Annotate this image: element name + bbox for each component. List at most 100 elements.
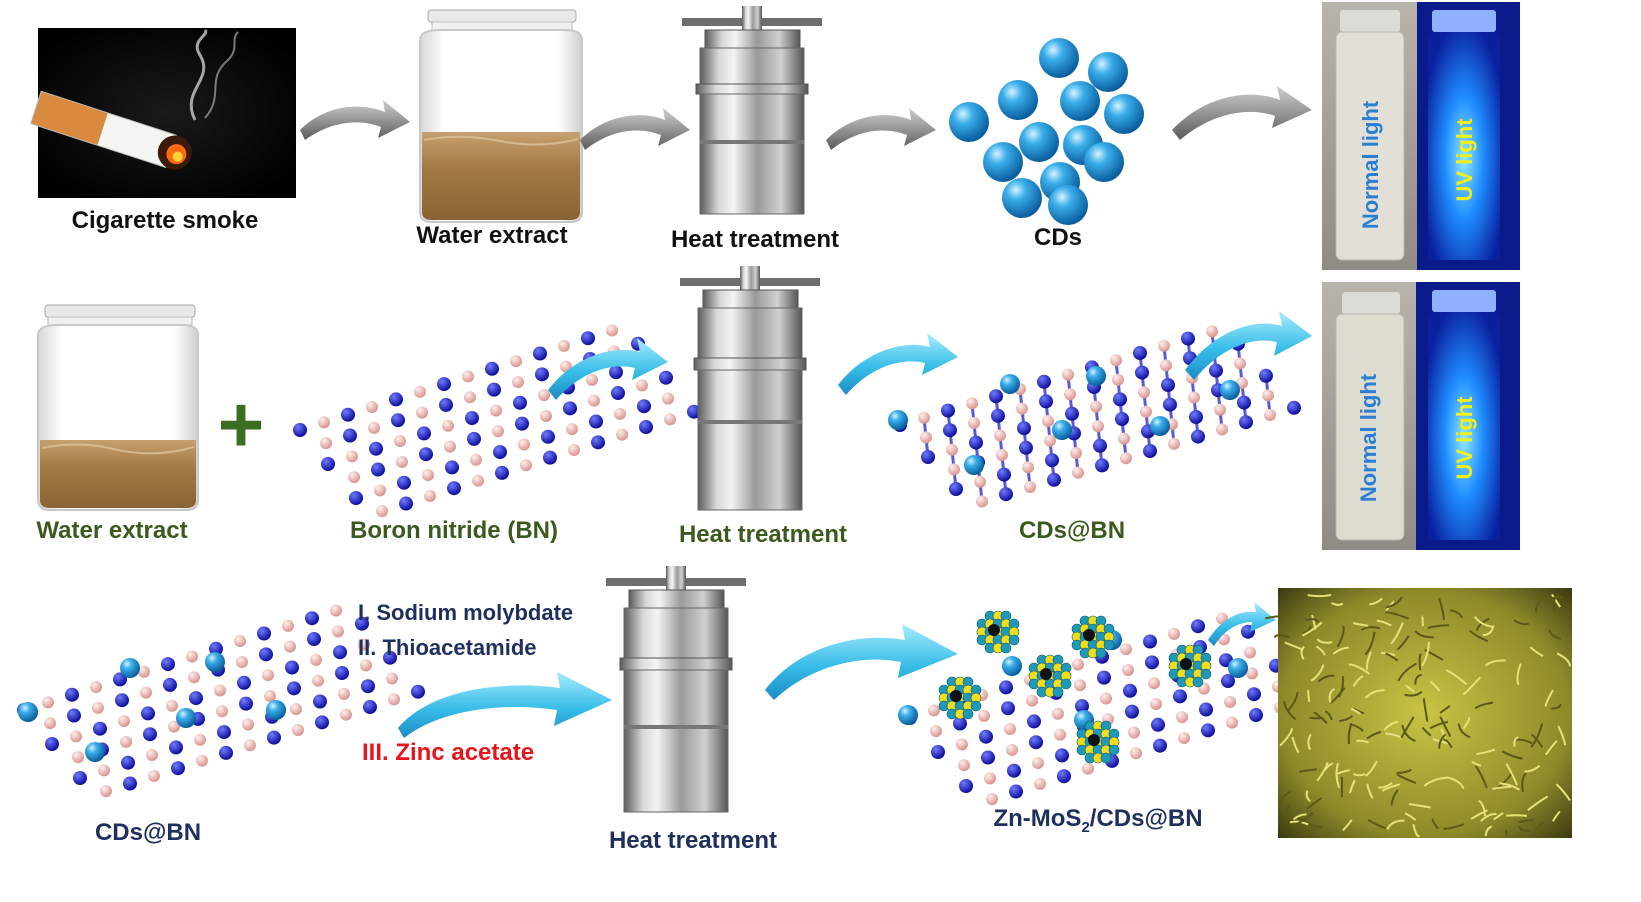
sem-flake: [1338, 676, 1345, 698]
cd-on-sheet: [964, 455, 984, 475]
nitrogen-atom: [540, 409, 552, 422]
nitrogen-atom: [376, 505, 388, 518]
sem-flake: [1385, 652, 1399, 662]
reagent-zinc-acetate: III. Zinc acetate: [362, 739, 534, 766]
boron-atom: [267, 730, 281, 745]
sem-flake: [1401, 724, 1416, 742]
nitrogen-atom: [946, 443, 958, 456]
nitrogen-atom: [44, 717, 56, 730]
nitrogen-atom: [1188, 391, 1200, 404]
sem-flake: [1348, 663, 1371, 675]
boron-atom: [285, 660, 299, 675]
sem-flake: [1305, 618, 1320, 623]
boron-atom: [1191, 429, 1205, 444]
nitrogen-atom: [146, 749, 158, 762]
sem-flake: [1443, 823, 1465, 830]
sem-flake: [1307, 689, 1311, 702]
nitrogen-atom: [1160, 359, 1172, 372]
boron-atom: [143, 727, 157, 742]
sem-flake: [1446, 776, 1465, 789]
nitrogen-atom: [92, 701, 104, 714]
nitrogen-atom: [538, 389, 550, 402]
nitrogen-atom: [566, 423, 578, 436]
boron-atom: [1097, 670, 1111, 685]
nitrogen-atom: [1064, 388, 1076, 401]
boron-atom: [171, 761, 185, 776]
nitrogen-atom: [588, 394, 600, 407]
boron-atom: [419, 447, 433, 462]
boron-atom: [321, 457, 335, 471]
boron-atom: [485, 361, 499, 376]
cd-on-sheet: [1220, 380, 1240, 400]
boron-atom: [1237, 395, 1251, 410]
nitrogen-atom: [1216, 423, 1228, 436]
boron-atom: [999, 487, 1013, 502]
sem-flake: [1534, 821, 1544, 831]
nitrogen-atom: [664, 413, 676, 426]
nitrogen-atom: [100, 785, 112, 798]
sem-flake: [1551, 593, 1562, 608]
nitrogen-atom: [1158, 339, 1170, 352]
boron-atom: [979, 729, 993, 744]
sem-flake: [1423, 776, 1449, 787]
nitrogen-atom: [422, 469, 434, 482]
boron-atom: [581, 331, 595, 346]
nitrogen-atom: [956, 738, 968, 751]
sem-flake: [1443, 738, 1453, 749]
zn-atom: [1083, 629, 1095, 641]
nitrogen-atom: [284, 640, 296, 653]
sem-flake: [1555, 783, 1571, 802]
label-cds-bn-2: CDs@BN: [95, 819, 201, 846]
nitrogen-atom: [292, 723, 304, 736]
sem-image: [1265, 588, 1572, 838]
boron-atom: [1249, 708, 1263, 723]
sem-flake: [1385, 611, 1409, 620]
sem-flake: [1544, 740, 1558, 756]
sem-flake: [1348, 779, 1356, 794]
boron-atom: [239, 696, 253, 711]
photo1-normal-label: Normal light: [1358, 100, 1383, 229]
sem-flake: [1471, 760, 1482, 767]
sem-flake: [1283, 701, 1297, 721]
nitrogen-atom: [1244, 646, 1256, 659]
boron-atom: [465, 411, 479, 426]
nitrogen-atom: [520, 459, 532, 472]
nitrogen-atom: [1140, 405, 1152, 418]
sem-flake: [1499, 782, 1520, 791]
nitrogen-atom: [264, 689, 276, 702]
sem-flake: [1557, 725, 1567, 746]
label-water-extract-1: Water extract: [416, 222, 567, 249]
nitrogen-atom: [518, 438, 530, 451]
zn-atom: [1180, 658, 1192, 670]
boron-atom: [1173, 689, 1187, 704]
sem-flake: [1480, 812, 1497, 822]
boron-atom: [541, 429, 555, 444]
sem-flake: [1506, 814, 1528, 817]
boron-atom: [315, 715, 329, 730]
nitrogen-atom: [1150, 697, 1162, 710]
photo2-normal-label: Normal light: [1356, 373, 1381, 502]
nitrogen-atom: [396, 455, 408, 468]
boron-atom: [1163, 397, 1177, 412]
boron-atom: [257, 626, 271, 641]
sem-flake: [1367, 818, 1387, 830]
nitrogen-atom: [462, 370, 474, 383]
nitrogen-atom: [214, 684, 226, 697]
sem-flake: [1521, 771, 1528, 793]
nitrogen-atom: [512, 375, 524, 388]
boron-atom: [1017, 421, 1031, 436]
boron-atom: [513, 395, 527, 410]
arrow-2: [580, 108, 690, 150]
nitrogen-atom: [1092, 420, 1104, 433]
boron-atom: [953, 716, 967, 731]
label-cds: CDs: [1034, 224, 1082, 251]
sem-flake: [1469, 629, 1489, 643]
sem-flake: [1386, 819, 1405, 830]
sem-flake: [1309, 716, 1324, 720]
nitrogen-atom: [994, 429, 1006, 442]
boron-atom: [335, 666, 349, 681]
sem-flake: [1336, 625, 1345, 648]
nitrogen-atom: [194, 733, 206, 746]
cd-sphere: [949, 102, 989, 142]
nitrogen-atom: [346, 450, 358, 463]
